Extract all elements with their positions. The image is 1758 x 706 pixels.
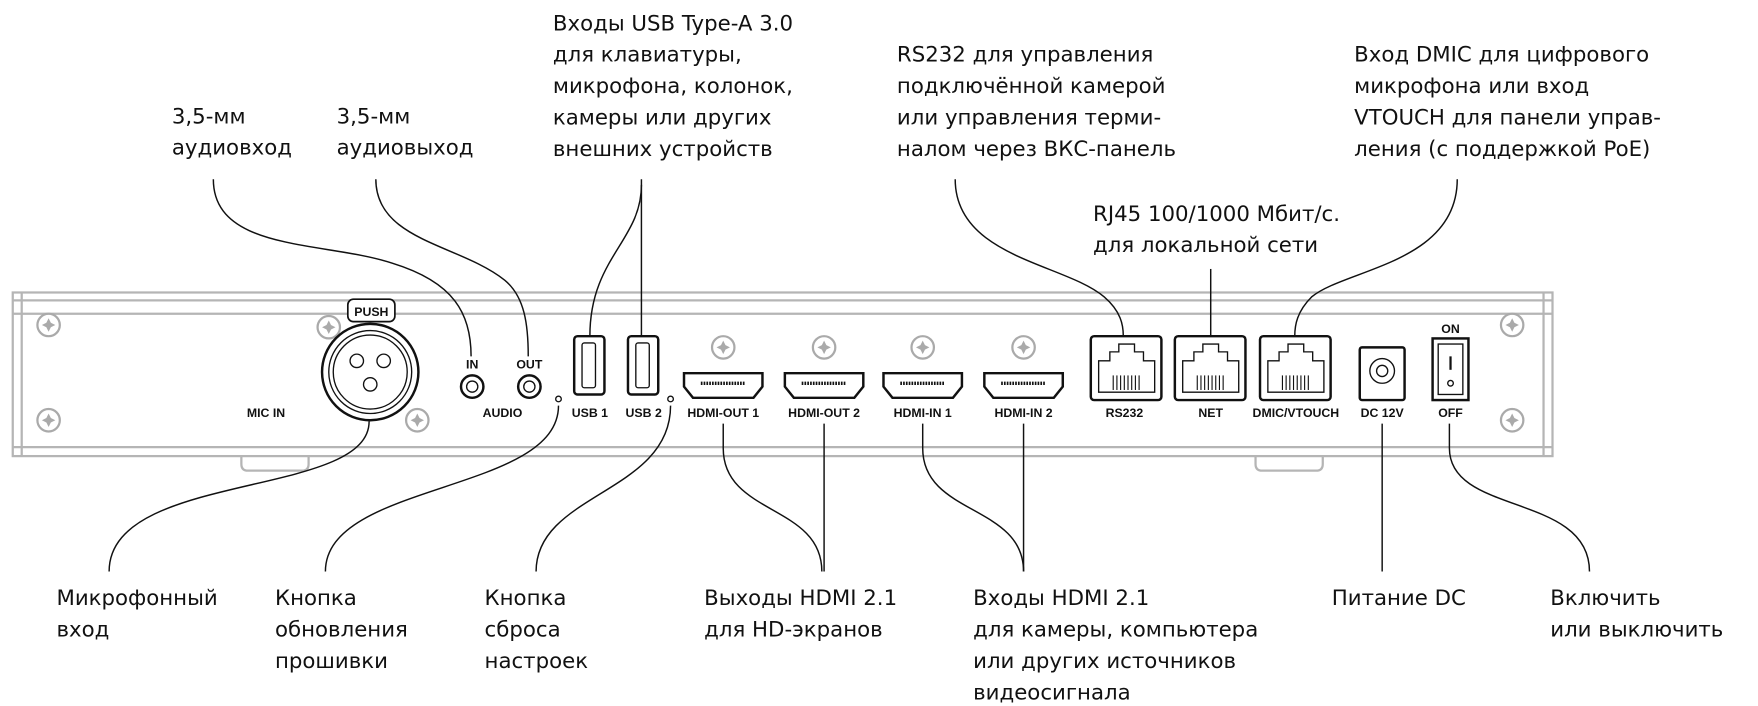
leader-lines: [108, 179, 1591, 572]
label-line: видеосигнала: [973, 680, 1131, 705]
xlr-mic-connector: PUSH MIC IN: [247, 298, 420, 422]
screw-icon: [910, 335, 936, 360]
label-line: микрофона или вход: [1354, 74, 1589, 99]
screw-icon: [404, 407, 430, 433]
screw-icon: [36, 407, 61, 433]
label-line: вход: [56, 618, 109, 643]
screw-icon: [1499, 407, 1525, 433]
label-audio-out: 3,5-мм аудиовыход: [337, 104, 474, 160]
label-dmic: Вход DMIC для цифрового микрофона или вх…: [1354, 43, 1661, 162]
label-line: микрофона, колонок,: [553, 74, 793, 99]
label-line: прошивки: [275, 649, 388, 674]
screw-icon: [316, 314, 342, 340]
label-dc: Питание DC: [1332, 586, 1466, 611]
usb1-label: USB 1: [572, 406, 608, 420]
label-line: камеры или других: [553, 105, 772, 130]
label-firmware: Кнопка обновления прошивки: [275, 586, 408, 674]
label-rs232: RS232 для управления подключённой камеро…: [897, 43, 1176, 162]
hdmi-port: [882, 371, 964, 400]
firmware-button-hole: [555, 395, 562, 403]
push-label: PUSH: [354, 305, 388, 319]
hdmi-port: [983, 371, 1065, 400]
screw-icon: [36, 312, 61, 338]
label-line: 3,5-мм: [337, 104, 411, 129]
label-line: Микрофонный: [56, 586, 217, 611]
screw-icon: [1499, 312, 1525, 338]
label-line: RS232 для управления: [897, 43, 1153, 68]
screw-icon: [1011, 335, 1036, 360]
label-line: Кнопка: [275, 586, 357, 611]
dc-label: DC 12V: [1361, 406, 1405, 420]
label-line: сброса: [485, 618, 561, 643]
label-line: или управления терми-: [897, 105, 1161, 130]
label-line: или выключить: [1550, 618, 1723, 643]
rj45-port: [1089, 334, 1163, 402]
label-hdmi-in: Входы HDMI 2.1 для камеры, компьютера ил…: [973, 586, 1258, 705]
label-line: Включить: [1550, 586, 1660, 611]
reset-button-hole: [667, 395, 675, 403]
on-label: ON: [1441, 322, 1460, 336]
screw-icon: [710, 335, 736, 360]
label-line: внешних устройств: [553, 137, 773, 162]
screws: [36, 312, 1525, 433]
label-rj45: RJ45 100/1000 Мбит/с. для локальной сети: [1093, 202, 1340, 258]
label-line: Входы HDMI 2.1: [973, 586, 1149, 611]
rs232-label: RS232: [1106, 406, 1144, 420]
rj45-port: [1173, 334, 1247, 402]
label-line: ления (с поддержкой PoE): [1354, 137, 1650, 162]
label-line: 3,5-мм: [172, 104, 246, 129]
label-power: Включить или выключить: [1550, 586, 1723, 642]
label-line: для HD-экранов: [704, 618, 883, 643]
label-mic: Микрофонный вход: [56, 586, 217, 642]
power-switch: ON OFF: [1431, 322, 1470, 420]
label-hdmi-out: Выходы HDMI 2.1 для HD-экранов: [704, 586, 897, 642]
label-line: RJ45 100/1000 Мбит/с.: [1093, 202, 1340, 227]
rj45-ports: [1089, 334, 1332, 402]
label-line: для клавиатуры,: [553, 43, 742, 68]
off-label: OFF: [1438, 406, 1463, 420]
label-line: для локальной сети: [1093, 233, 1318, 258]
label-line: Питание DC: [1332, 586, 1466, 611]
screw-icon: [811, 335, 837, 360]
dmic-label: DMIC/VTOUCH: [1253, 406, 1340, 420]
label-usb: Входы USB Type-A 3.0 для клавиатуры, мик…: [553, 11, 793, 162]
label-line: или других источников: [973, 649, 1236, 674]
label-line: Входы USB Type-A 3.0: [553, 11, 793, 36]
label-line: обновления: [275, 618, 408, 643]
label-line: Выходы HDMI 2.1: [704, 586, 897, 611]
hdmi-out2-label: HDMI-OUT 2: [788, 406, 860, 420]
label-line: Кнопка: [485, 586, 567, 611]
label-line: аудиовход: [172, 136, 292, 161]
label-line: Вход DMIC для цифрового: [1354, 43, 1649, 68]
hdmi-port: [682, 371, 764, 400]
hdmi-port: [783, 371, 865, 400]
label-line: VTOUCH для панели управ-: [1354, 105, 1661, 130]
device-chassis: [11, 291, 1554, 472]
label-line: подключённой камерой: [897, 74, 1166, 99]
label-line: для камеры, компьютера: [973, 618, 1258, 643]
label-line: налом через ВКС-панель: [897, 137, 1176, 162]
rj45-port: [1258, 334, 1332, 402]
net-label: NET: [1198, 406, 1223, 420]
audio-out-label: OUT: [516, 358, 542, 372]
usb2-label: USB 2: [626, 406, 662, 420]
mic-in-label: MIC IN: [247, 406, 285, 420]
usb-ports: USB 1 USB 2: [572, 334, 662, 420]
audio-in-label: IN: [466, 358, 478, 372]
dc-jack: DC 12V: [1358, 346, 1406, 420]
label-line: настроек: [485, 649, 589, 674]
label-line: аудиовыход: [337, 136, 474, 161]
audio-jacks: IN OUT AUDIO: [459, 358, 543, 420]
hdmi-out1-label: HDMI-OUT 1: [687, 406, 759, 420]
label-audio-in: 3,5-мм аудиовход: [172, 104, 292, 160]
hdmi-in2-label: HDMI-IN 2: [994, 406, 1052, 420]
audio-label: AUDIO: [483, 406, 523, 420]
hdmi-ports: [682, 371, 1065, 400]
hdmi-in1-label: HDMI-IN 1: [894, 406, 952, 420]
label-reset: Кнопка сброса настроек: [485, 586, 589, 674]
